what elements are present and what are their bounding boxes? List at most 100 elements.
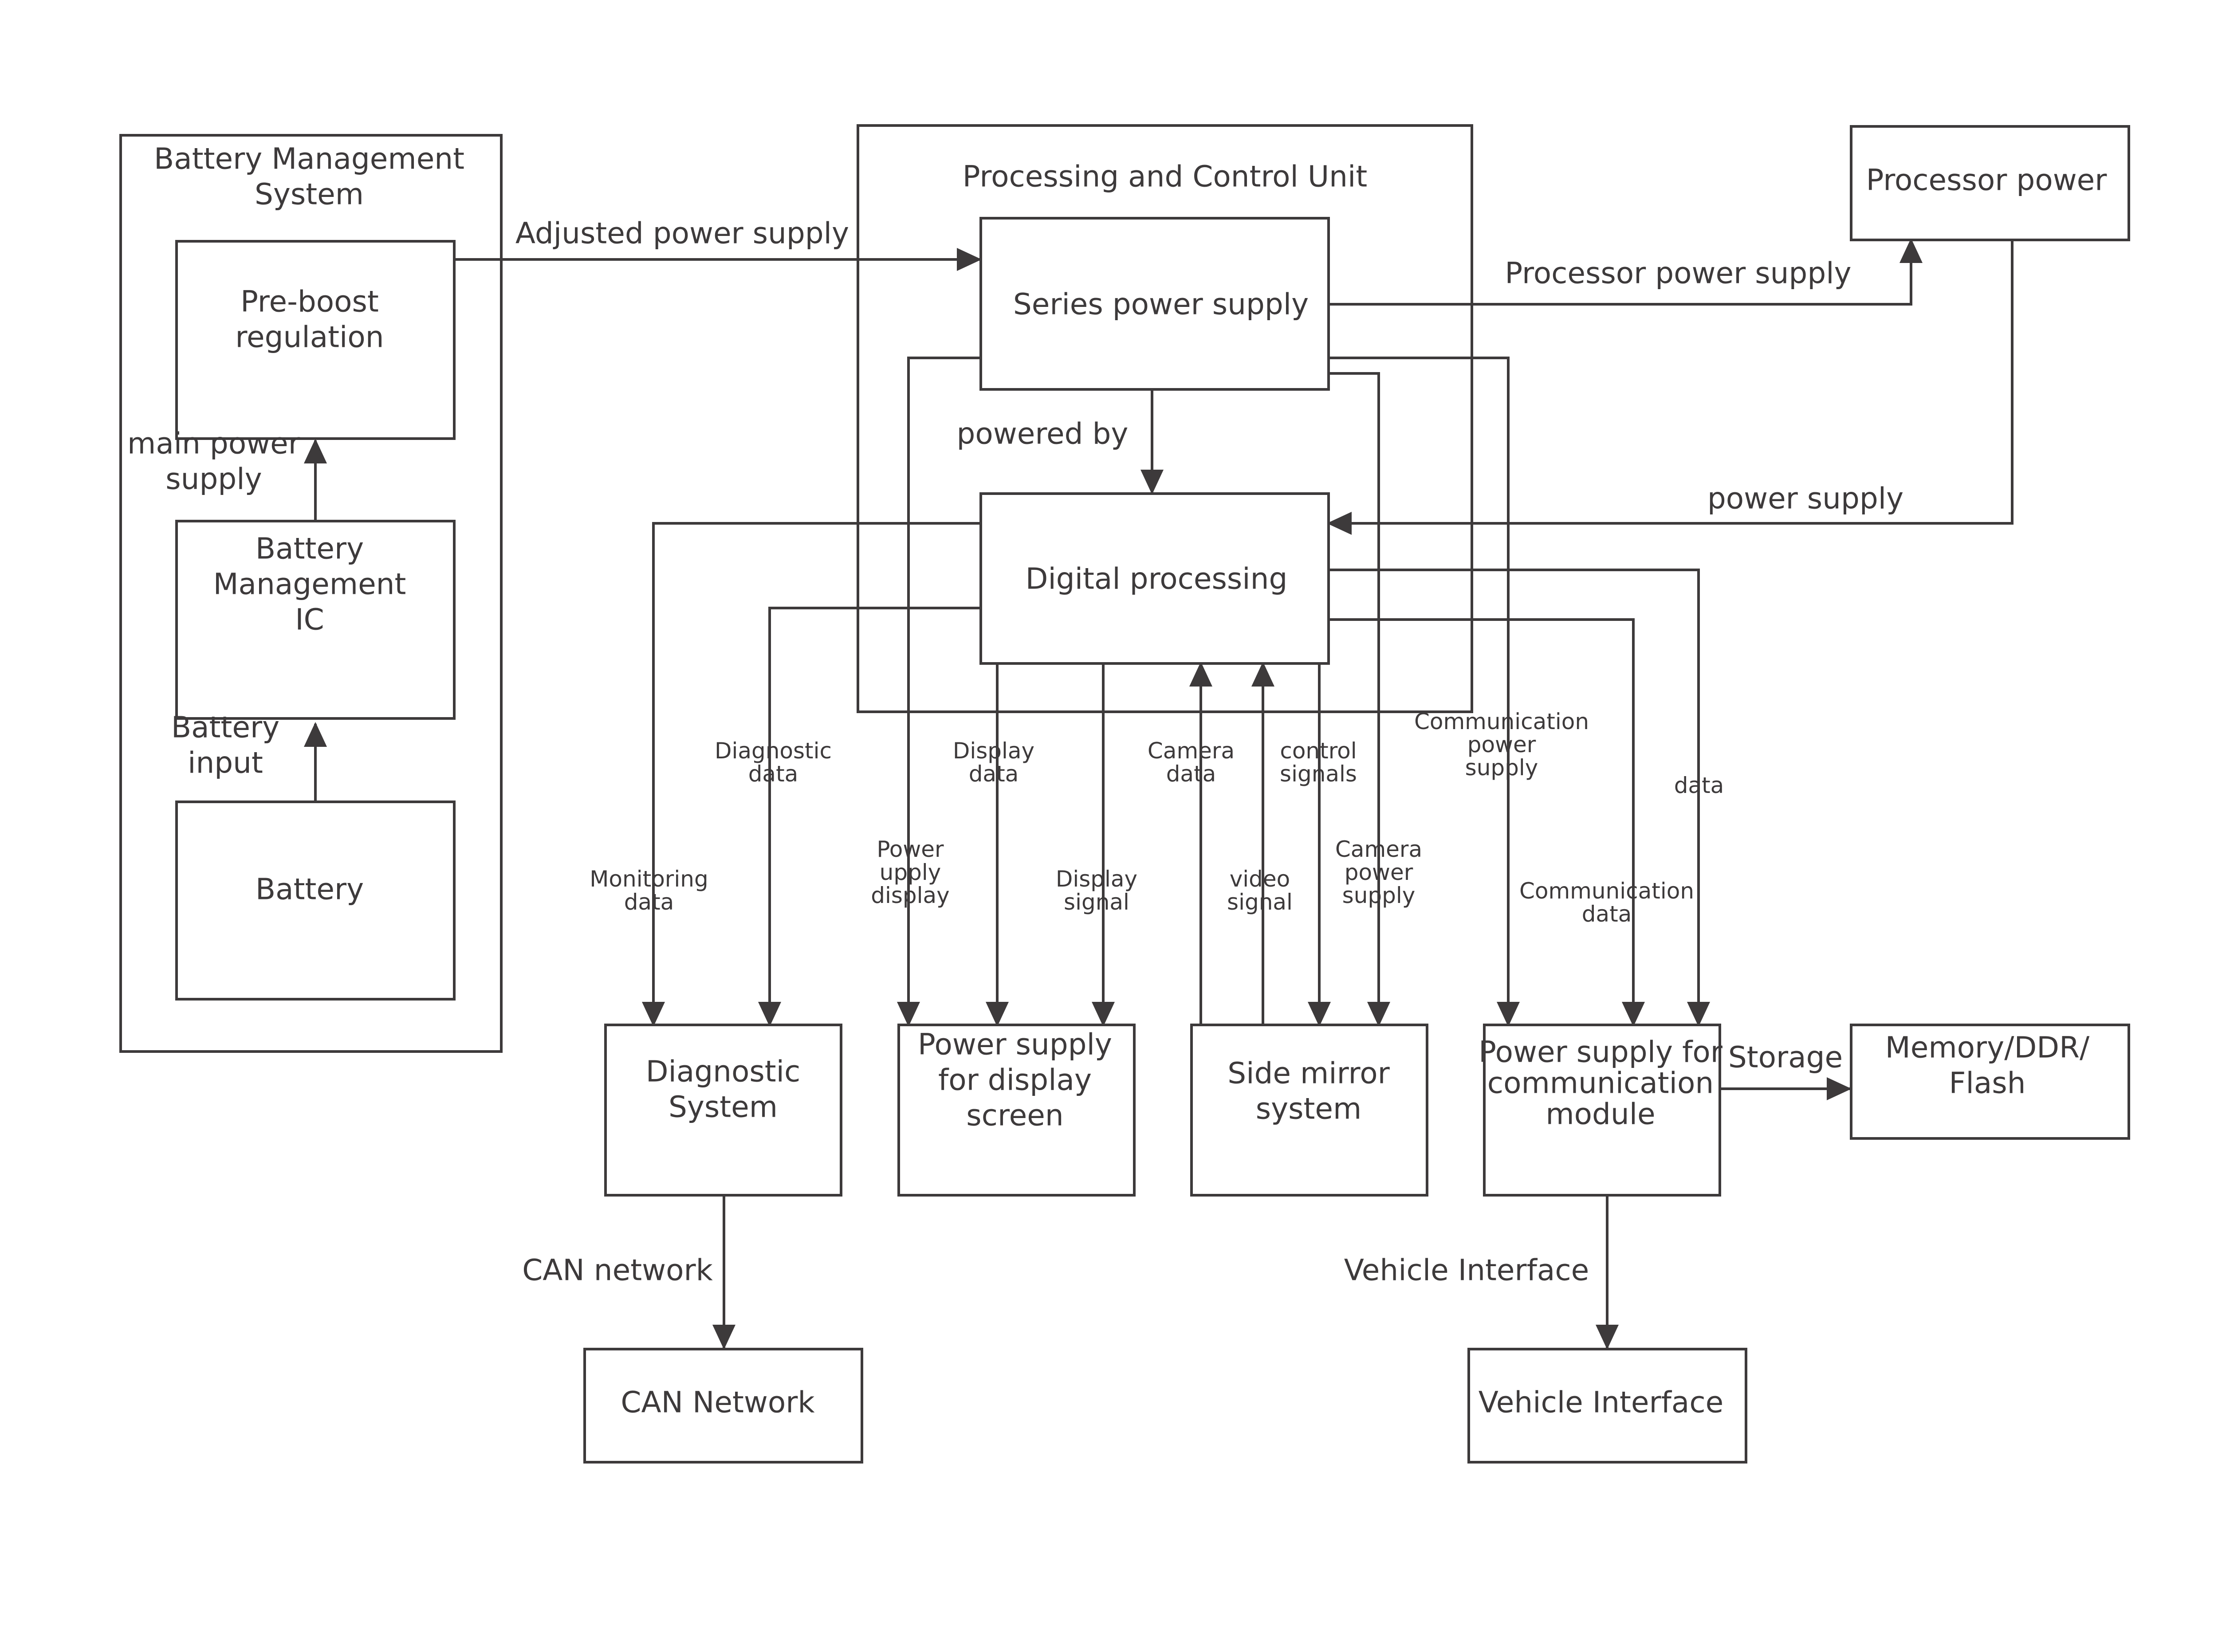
arrow-monitoring-data — [642, 522, 981, 1027]
node-memory-label-line: Memory/DDR/ — [1885, 1031, 2090, 1065]
node-display-power-box — [897, 1024, 1136, 1197]
group-label-processing-control-unit: Processing and Control Unit — [963, 160, 1367, 194]
node-pre-boost-label-line: regulation — [235, 320, 384, 354]
arrow-data — [1329, 569, 1710, 1027]
edge-label-data-line: data — [1674, 773, 1724, 798]
battery-management-system-group — [119, 134, 503, 1053]
edge-label-camera-power-supply-line: Camera — [1335, 836, 1422, 862]
group-label-battery-management-system-line: System — [255, 177, 364, 212]
node-communication-power-label-line: module — [1546, 1097, 1655, 1131]
node-battery-box — [175, 800, 456, 1001]
edge-label-communication-power-supply-line: Communication — [1414, 709, 1589, 734]
node-processor-power-box — [1850, 125, 2130, 241]
edge-label-camera-power-supply-line: power — [1345, 859, 1413, 885]
node-memory-label: Memory/DDR/Flash — [1885, 1031, 2090, 1100]
node-diagnostic-system-label-line: System — [669, 1090, 778, 1124]
node-display-power-label-line: Power supply — [918, 1028, 1112, 1062]
edge-label-diagnostic-data-line: Diagnostic — [715, 738, 832, 764]
node-vehicle-interface-box — [1467, 1348, 1747, 1464]
edge-label-camera-data-line: Camera — [1148, 738, 1235, 764]
node-vehicle-interface-label-line: Vehicle Interface — [1479, 1385, 1724, 1420]
edge-label-communication-power-supply-line: power — [1467, 732, 1536, 757]
node-diagnostic-system-label-line: Diagnostic — [646, 1055, 801, 1089]
edge-label-can-network-line: CAN network — [522, 1253, 713, 1287]
edge-label-display-signal-line: signal — [1064, 889, 1129, 915]
edge-label-video-signal-line: video — [1230, 866, 1290, 892]
edge-label-processor-power-supply: Processor power supply — [1505, 256, 1851, 290]
edge-label-battery-input-line: input — [188, 746, 263, 780]
node-communication-power-label-line: Power supply for — [1479, 1035, 1723, 1069]
edge-label-display-data-line: Display — [953, 738, 1034, 764]
edge-label-monitoring-data-line: Monitoring — [590, 866, 708, 892]
node-communication-power-label-line: communication — [1487, 1066, 1714, 1100]
edge-label-powered-by-line: powered by — [957, 417, 1129, 451]
node-series-power-supply-label-line: Series power supply — [1013, 287, 1309, 322]
edge-label-power-supply: power supply — [1707, 482, 1903, 516]
node-battery-label-line: Battery — [256, 872, 364, 906]
node-vehicle-interface-label: Vehicle Interface — [1479, 1385, 1724, 1420]
node-battery-management-ic-box — [175, 520, 456, 720]
edge-label-camera-power-supply-line: supply — [1342, 883, 1416, 908]
node-display-power-label-line: for display — [938, 1063, 1092, 1097]
edge-label-vehicle-interface-line: Vehicle Interface — [1344, 1253, 1589, 1287]
node-series-power-supply-label: Series power supply — [1013, 287, 1309, 322]
edge-label-diagnostic-data-line: data — [748, 761, 798, 787]
edge-label-vehicle-interface: Vehicle Interface — [1344, 1253, 1589, 1287]
arrow-communication-data — [1329, 618, 1645, 1027]
edge-label-data: data — [1674, 773, 1724, 798]
node-side-mirror-box — [1190, 1024, 1428, 1197]
processing-control-unit-group — [857, 124, 1473, 713]
node-series-power-supply-box — [979, 217, 1330, 391]
edge-label-adjusted-power-supply: Adjusted power supply — [515, 216, 849, 251]
edge-label-battery-input-line: Battery — [171, 710, 279, 745]
edge-label-control-signals-line: control — [1280, 738, 1357, 764]
edge-label-communication-data-line: data — [1582, 901, 1632, 927]
edge-label-processor-power-supply-line: Processor power supply — [1505, 256, 1851, 290]
edge-label-display-signal-line: Display — [1056, 866, 1137, 892]
edge-label-adjusted-power-supply-line: Adjusted power supply — [515, 216, 849, 251]
node-digital-processing-label: Digital processing — [1026, 562, 1288, 596]
edge-label-video-signal-line: signal — [1227, 889, 1293, 915]
arrow-communication-power-supply — [1329, 357, 1520, 1027]
node-pre-boost-box — [175, 240, 456, 440]
node-can-network-box — [583, 1348, 863, 1464]
node-side-mirror-label-line: Side mirror — [1227, 1056, 1390, 1091]
node-can-network-label: CAN Network — [621, 1385, 815, 1420]
edge-label-main-power-supply-line: supply — [165, 462, 262, 496]
arrow-processor-power-to-digital — [1327, 240, 2014, 535]
node-battery-management-ic-label-line: IC — [295, 603, 324, 637]
edge-label-storage-line: Storage — [1728, 1040, 1843, 1075]
edge-label-monitoring-data-line: data — [624, 889, 674, 915]
edge-label-can-network: CAN network — [522, 1253, 713, 1287]
node-digital-processing-box — [979, 492, 1330, 665]
node-side-mirror-label-line: system — [1256, 1092, 1362, 1126]
edge-label-powered-by: powered by — [957, 417, 1129, 451]
node-display-power-label-line: screen — [966, 1099, 1063, 1133]
node-processor-power-label: Processor power — [1866, 163, 2108, 197]
edge-label-storage: Storage — [1728, 1040, 1843, 1075]
edge-label-main-power-supply-line: main power — [127, 427, 301, 461]
edge-label-communication-data-line: Communication — [1519, 878, 1694, 904]
connectors — [304, 238, 2014, 1350]
node-communication-power-box — [1483, 1024, 1721, 1197]
edge-label-power-supply-display-line: display — [871, 883, 950, 908]
node-battery-management-ic-label-line: Management — [213, 567, 406, 601]
edge-label-display-data-line: data — [969, 761, 1019, 787]
